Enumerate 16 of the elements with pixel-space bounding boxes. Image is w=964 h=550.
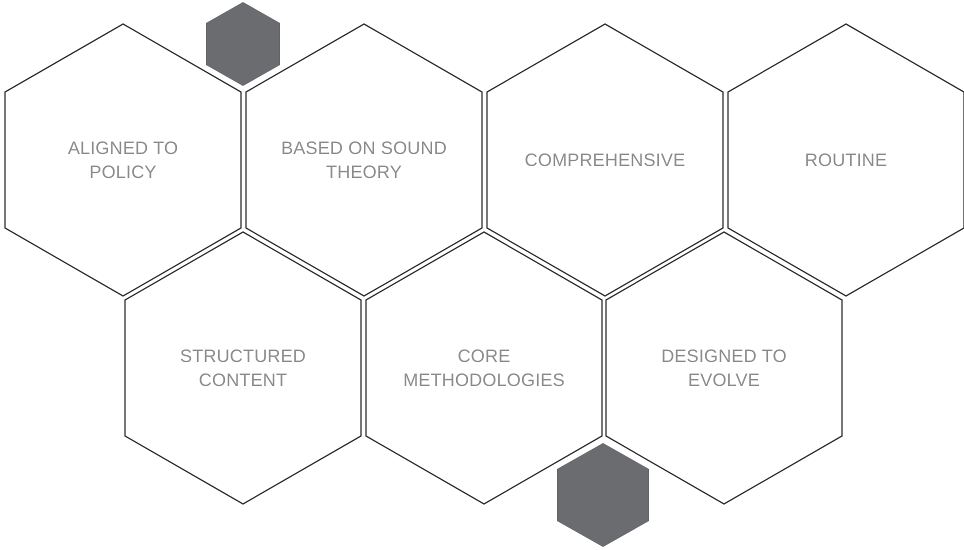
tile-label: ALIGNED TO POLICY xyxy=(66,137,180,184)
hexagon-tile xyxy=(366,232,602,504)
hexagon-tile xyxy=(606,232,842,504)
hexagon-tile xyxy=(5,24,241,296)
tile-label: DESIGNED TO EVOLVE xyxy=(660,345,788,392)
tile-label: CORE METHODOLOGIES xyxy=(402,345,566,392)
tile-label: STRUCTURED CONTENT xyxy=(179,345,307,392)
tile-label: COMPREHENSIVE xyxy=(524,149,686,172)
tile-label: ROUTINE xyxy=(804,149,888,172)
hexagon-tile xyxy=(728,24,964,296)
filled-hexagon xyxy=(206,2,280,86)
hexagon-tile xyxy=(487,24,723,296)
hexagon-tile xyxy=(246,24,482,296)
hexagon-tile xyxy=(125,232,361,504)
filled-hexagon xyxy=(557,443,649,547)
tile-label: BASED ON SOUND THEORY xyxy=(280,137,448,184)
